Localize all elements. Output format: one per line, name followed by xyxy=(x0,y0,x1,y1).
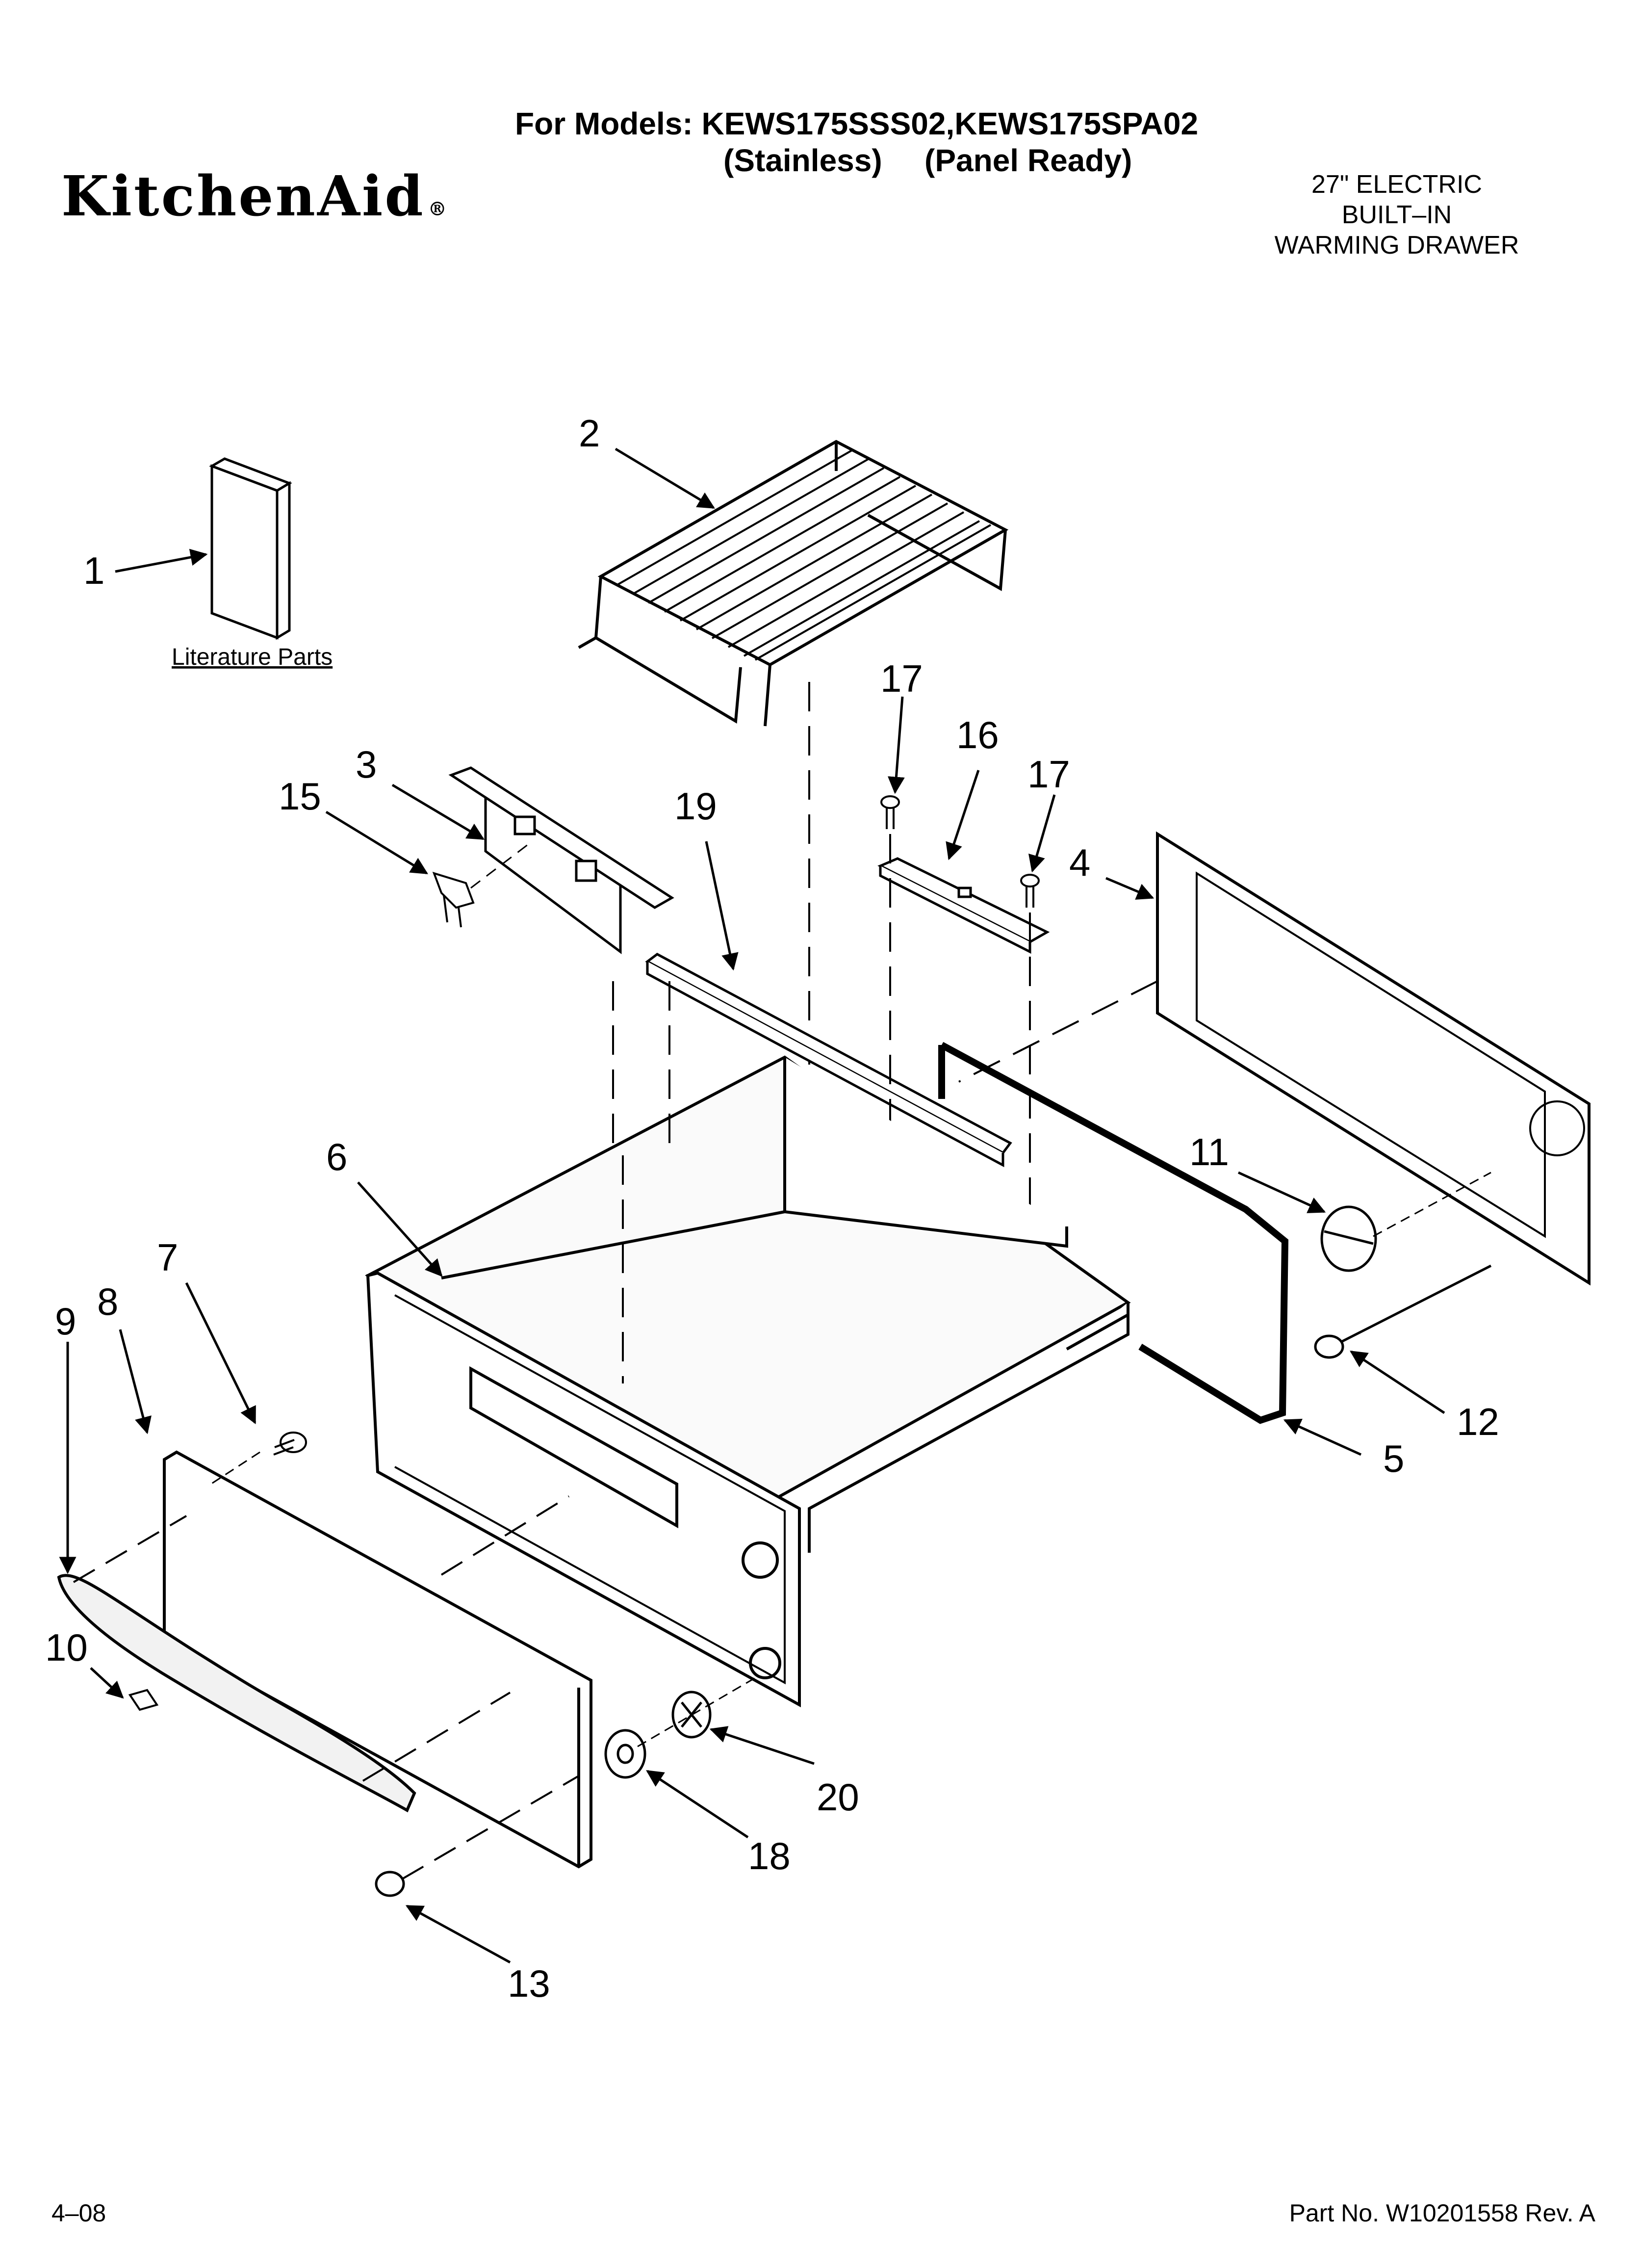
part-19-trim-bar xyxy=(645,953,1012,1168)
brand-logo-text: KitchenAid xyxy=(61,164,425,229)
part-3-bracket-plate xyxy=(448,766,674,954)
part-13-button xyxy=(375,1871,405,1897)
callout-19: 19 xyxy=(674,784,717,828)
callout-16: 16 xyxy=(956,713,999,756)
product-title-line-3: WARMING DRAWER xyxy=(1274,231,1519,260)
callout-4: 4 xyxy=(1069,841,1090,884)
callout-11: 11 xyxy=(1189,1130,1229,1173)
callout-17-right: 17 xyxy=(1027,753,1070,796)
part-5-gasket xyxy=(940,1042,1289,1424)
callout-13: 13 xyxy=(508,1962,550,2005)
literature-parts-label: Literature Parts xyxy=(172,644,333,670)
product-title: 27" ELECTRIC BUILT–IN WARMING DRAWER xyxy=(1225,169,1568,261)
product-title-line-2: BUILT–IN xyxy=(1341,201,1452,229)
part-1-literature-booklet xyxy=(209,457,292,640)
part-6-drawer-tub xyxy=(365,1055,1131,1553)
drawer-front-frame xyxy=(366,1271,801,1708)
callout-18: 18 xyxy=(748,1834,791,1877)
callout-10: 10 xyxy=(45,1626,88,1669)
part-12-sensor xyxy=(1314,1264,1492,1359)
part-16-control-bracket xyxy=(877,857,1050,954)
callout-8: 8 xyxy=(97,1280,118,1323)
callout-5: 5 xyxy=(1383,1437,1404,1480)
part-10-end-cap xyxy=(128,1689,159,1711)
callout-6: 6 xyxy=(326,1135,347,1178)
part-number: Part No. W10201558 Rev. A xyxy=(1289,2199,1595,2227)
callout-arrows xyxy=(59,447,1445,1964)
brand-logo: KitchenAid® xyxy=(61,164,449,229)
revision-date: 4–08 xyxy=(51,2199,106,2227)
callout-9: 9 xyxy=(55,1300,76,1343)
part-11-knob xyxy=(1320,1205,1377,1272)
part-20-lock-ring xyxy=(671,1691,712,1739)
part-9-handle xyxy=(57,1574,416,1813)
part-18-bezel xyxy=(604,1729,646,1779)
part-2-wire-rack xyxy=(578,440,1009,727)
part-15-clip xyxy=(432,871,475,928)
models-line: For Models: KEWS175SSS02,KEWS175SPA02 xyxy=(515,106,1199,141)
finish-stainless-label: (Stainless) xyxy=(723,143,882,178)
callout-7: 7 xyxy=(157,1236,178,1279)
registered-mark: ® xyxy=(428,198,449,220)
part-4-rear-panel xyxy=(1156,831,1591,1286)
product-title-line-1: 27" ELECTRIC xyxy=(1311,170,1482,199)
callout-17-left: 17 xyxy=(880,657,923,700)
callout-20: 20 xyxy=(817,1775,859,1819)
callout-1: 1 xyxy=(83,549,104,592)
part-7-screw xyxy=(273,1432,307,1456)
finish-panel-ready-label: (Panel Ready) xyxy=(924,143,1132,178)
part-17-screw-right xyxy=(1020,874,1040,908)
callout-15: 15 xyxy=(279,775,321,818)
callout-12: 12 xyxy=(1457,1400,1499,1443)
callout-3: 3 xyxy=(356,743,377,786)
part-17-screw-left xyxy=(880,795,900,829)
callout-2: 2 xyxy=(579,412,600,455)
